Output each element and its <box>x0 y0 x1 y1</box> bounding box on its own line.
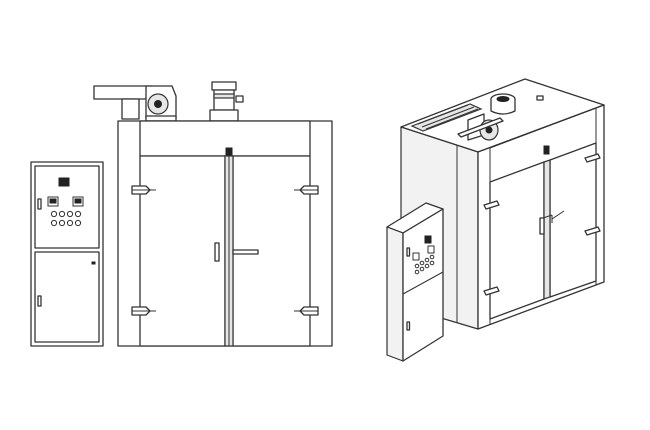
panel-lock-icon <box>406 247 411 257</box>
indicator-light-icon <box>429 254 435 260</box>
iso-door-latch <box>543 145 550 155</box>
motor-band <box>213 93 235 99</box>
indicator-light-icon <box>66 210 74 218</box>
panel-vent <box>91 261 96 265</box>
indicator-light-icon <box>74 210 82 218</box>
front-control-cabinet <box>30 161 104 347</box>
front-motor <box>209 81 244 122</box>
iso-control-cabinet <box>386 202 444 362</box>
panel-lock-icon <box>37 295 42 307</box>
iso-blower-base <box>457 117 504 138</box>
indicator-light-icon <box>414 263 420 269</box>
control-panel-lower <box>34 251 100 343</box>
indicator-light-icon <box>58 210 66 218</box>
display-meter-icon <box>412 252 420 261</box>
display-meter-icon <box>427 245 435 254</box>
switch-knob-icon <box>429 260 435 266</box>
indicator-light-icon <box>424 257 430 263</box>
iso-front-header-line <box>489 107 597 149</box>
panel-lock-icon <box>37 198 42 210</box>
iso-right-door <box>549 142 597 298</box>
switch-knob-icon <box>424 263 430 269</box>
iso-motor <box>490 93 544 115</box>
door-handle-bar <box>232 249 259 255</box>
display-meter-icon <box>58 177 70 187</box>
indicator-light-icon <box>419 260 425 266</box>
switch-knob-icon <box>58 219 66 227</box>
meter-screen <box>49 198 57 204</box>
iso-duct-ribs <box>417 104 479 130</box>
front-doors <box>131 155 319 347</box>
motor-junction-box <box>235 95 244 103</box>
display-meter-icon <box>424 235 432 244</box>
switch-knob-icon <box>74 219 82 227</box>
front-blower <box>93 85 177 122</box>
switch-knob-icon <box>66 219 74 227</box>
switch-knob-icon <box>414 269 420 275</box>
hinge-icon <box>584 226 601 236</box>
hinge-icon <box>483 286 500 296</box>
hinge-icon <box>483 200 500 210</box>
meter-screen <box>74 198 82 204</box>
panel-lock-icon <box>406 321 411 331</box>
switch-knob-icon <box>419 266 425 272</box>
left-door <box>139 155 226 347</box>
isometric-view <box>386 78 605 362</box>
motor-cap <box>211 81 237 91</box>
iso-left-door <box>489 161 545 320</box>
switch-knob-icon <box>50 219 58 227</box>
blower-neck <box>121 98 140 120</box>
iso-control-side <box>386 226 404 362</box>
iso-door-handle-grip <box>539 217 545 235</box>
door-handle-left <box>214 242 220 262</box>
display-meter-icon <box>72 196 84 207</box>
iso-blower-hub <box>485 126 493 134</box>
blower-duct <box>93 85 153 100</box>
display-meter-icon <box>47 196 59 207</box>
indicator-light-icon <box>50 210 58 218</box>
blower-base <box>145 115 177 122</box>
iso-control-divider <box>402 271 444 295</box>
right-door <box>232 155 311 347</box>
front-view <box>30 81 333 347</box>
blower-hub <box>154 100 162 108</box>
iso-top-vent <box>536 95 544 101</box>
hinge-icon <box>584 153 601 163</box>
iso-motor-top <box>496 96 510 102</box>
motor-mount <box>209 109 239 122</box>
iso-door-seam <box>543 159 551 300</box>
iso-motor-body <box>490 99 516 115</box>
motor-body <box>213 89 235 111</box>
cabinet-header <box>139 120 311 157</box>
door-latch-top <box>225 147 233 157</box>
iso-blower <box>410 103 504 141</box>
iso-control-front <box>402 208 444 362</box>
